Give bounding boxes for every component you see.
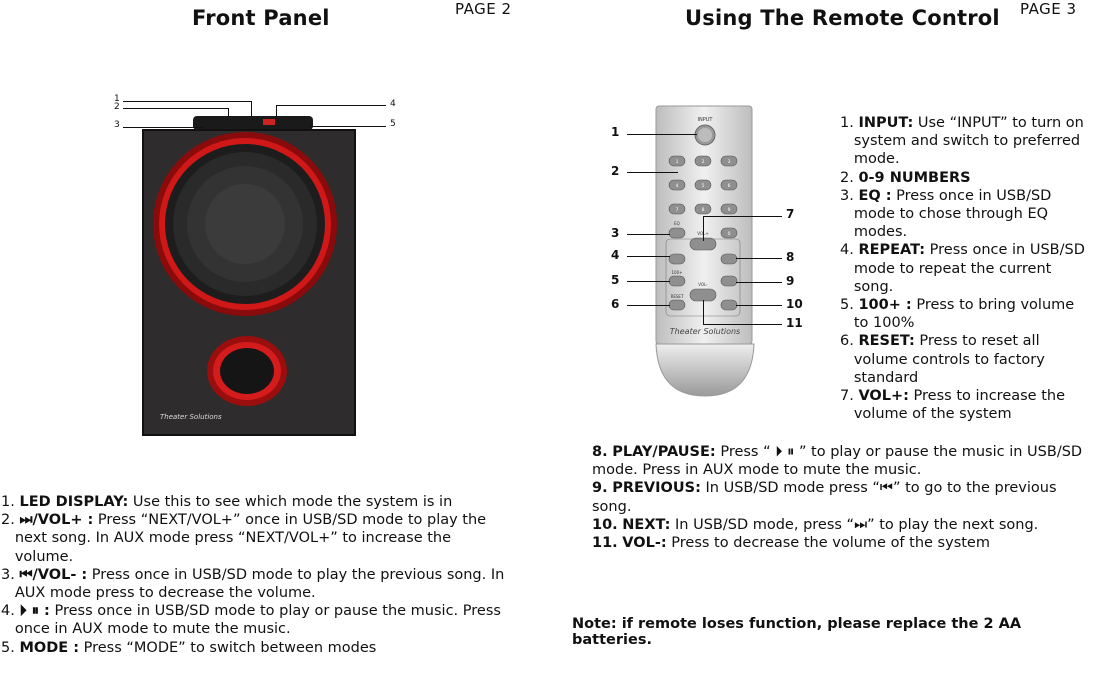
battery-note: Note: if remote loses function, please r… — [572, 616, 1087, 648]
callout-5: 5 — [390, 119, 396, 129]
list-item: 4. ⏵ ⏸ : Press once in USB/SD mode to pl… — [1, 602, 513, 638]
callout-r-9: 9 — [786, 274, 794, 288]
list-item: 5. 100+ : Press to bring volume to 100% — [840, 296, 1085, 332]
list-item: 1. INPUT: Use “INPUT” to turn on system … — [840, 114, 1085, 169]
svg-text:INPUT: INPUT — [698, 117, 714, 123]
remote-brand: Theater Solutions — [670, 327, 740, 336]
remote-list-bottom: 8. PLAY/PAUSE: Press “ ⏵ ⏸ ” to play or … — [592, 443, 1084, 552]
speaker-image: Theater Solutions — [110, 96, 400, 436]
callout-4: 4 — [390, 99, 396, 109]
list-item: 5. MODE : Press “MODE” to switch between… — [1, 639, 513, 657]
callout-r-10: 10 — [786, 297, 803, 311]
svg-text:6: 6 — [728, 183, 731, 189]
list-item: 8. PLAY/PAUSE: Press “ ⏵ ⏸ ” to play or … — [592, 443, 1084, 479]
callout-3: 3 — [114, 120, 120, 130]
svg-text:100+: 100+ — [672, 270, 683, 275]
callout-r-6: 6 — [611, 297, 619, 311]
callout-r-8: 8 — [786, 250, 794, 264]
svg-text:EQ: EQ — [674, 221, 680, 226]
svg-text:0: 0 — [728, 231, 731, 237]
right-page-number: PAGE 3 — [1020, 0, 1077, 18]
callout-r-1: 1 — [611, 125, 619, 139]
right-page-title: Using The Remote Control — [685, 6, 1000, 30]
callout-r-2: 2 — [611, 164, 619, 178]
list-item: 2. 0-9 NUMBERS — [840, 169, 1085, 187]
callout-r-4: 4 — [611, 248, 619, 262]
list-item: 2. ⏭/VOL+ : Press “NEXT/VOL+” once in US… — [1, 511, 513, 566]
svg-text:RESET: RESET — [671, 294, 684, 299]
list-item: 11. VOL-: Press to decrease the volume o… — [592, 534, 1084, 552]
svg-text:9: 9 — [728, 207, 731, 213]
svg-text:8: 8 — [702, 207, 705, 213]
list-item: 3. EQ : Press once in USB/SD mode to cho… — [840, 187, 1085, 242]
svg-text:VOL-: VOL- — [698, 282, 708, 287]
remote-list-top: 1. INPUT: Use “INPUT” to turn on system … — [840, 114, 1085, 423]
callout-r-7: 7 — [786, 207, 794, 221]
speaker-brand: Theater Solutions — [160, 413, 222, 421]
front-panel-list: 1. LED DISPLAY: Use this to see which mo… — [1, 493, 513, 657]
list-item: 10. NEXT: In USB/SD mode, press “⏭” to p… — [592, 516, 1084, 534]
svg-text:2: 2 — [702, 159, 705, 165]
list-item: 1. LED DISPLAY: Use this to see which mo… — [1, 493, 513, 511]
svg-text:5: 5 — [702, 183, 705, 189]
callout-r-3: 3 — [611, 226, 619, 240]
callout-2: 2 — [114, 102, 120, 112]
list-item: 6. RESET: Press to reset all volume cont… — [840, 332, 1085, 387]
list-item: 9. PREVIOUS: In USB/SD mode press “⏮” to… — [592, 479, 1084, 515]
list-item: 3. ⏮/VOL- : Press once in USB/SD mode to… — [1, 566, 513, 602]
callout-r-11: 11 — [786, 316, 803, 330]
list-item: 7. VOL+: Press to increase the volume of… — [840, 387, 1085, 423]
svg-text:4: 4 — [676, 183, 679, 189]
svg-text:3: 3 — [728, 159, 731, 165]
callout-r-5: 5 — [611, 273, 619, 287]
left-page-title: Front Panel — [192, 6, 330, 30]
svg-text:7: 7 — [676, 207, 679, 213]
svg-text:1: 1 — [676, 159, 679, 165]
list-item: 4. REPEAT: Press once in USB/SD mode to … — [840, 241, 1085, 296]
left-page-number: PAGE 2 — [455, 0, 512, 18]
